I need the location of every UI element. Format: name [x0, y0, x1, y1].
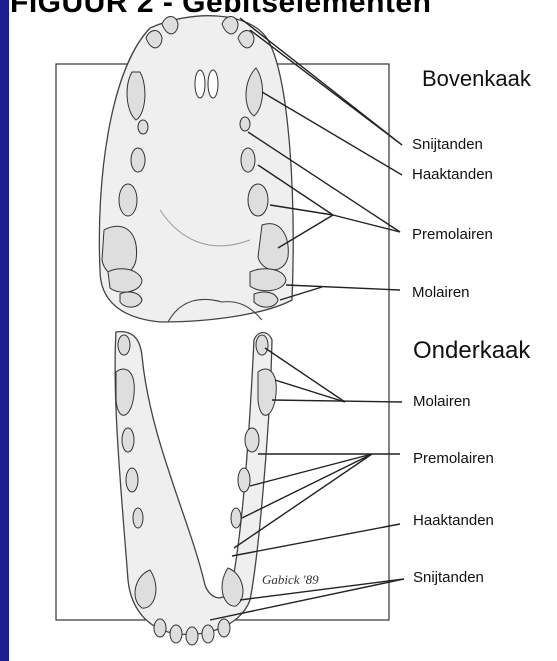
palatal-foramen [208, 70, 218, 98]
palatal-foramen [195, 70, 205, 98]
upper-label-premolars: Premolairen [412, 226, 493, 243]
artist-signature: Gabick '89 [262, 572, 319, 587]
lower-label-incisors: Snijtanden [413, 569, 484, 586]
upper-label-incisors: Snijtanden [412, 136, 483, 153]
lower-label-premolars: Premolairen [413, 450, 494, 467]
upper-jaw-heading: Bovenkaak [422, 66, 531, 92]
lower-label-canines: Haaktanden [413, 512, 494, 529]
lower-jaw-heading: Onderkaak [413, 337, 530, 365]
lower-label-molars: Molairen [413, 393, 471, 410]
upper-label-molars: Molairen [412, 284, 470, 301]
upper-label-canines: Haaktanden [412, 166, 493, 183]
